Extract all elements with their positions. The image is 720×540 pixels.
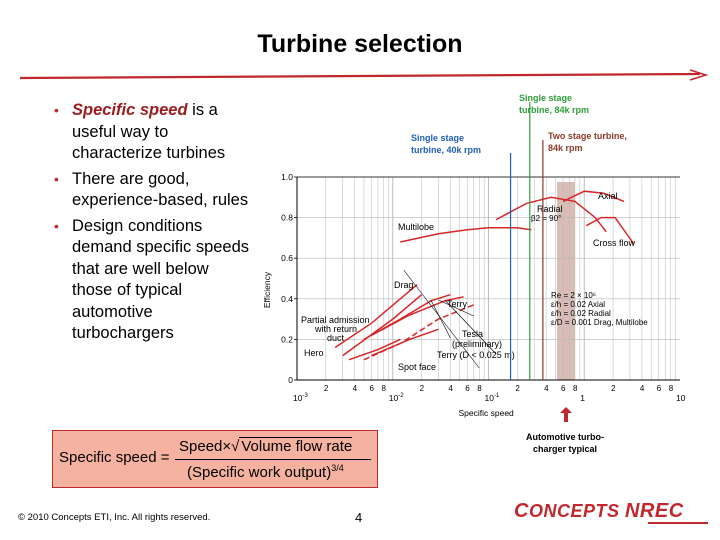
band-label: Automotive turbo- [526, 432, 604, 442]
series-line [371, 328, 439, 357]
x-minor-label: 4 [544, 384, 549, 393]
annotation-radial-beta: β2 = 90° [531, 214, 561, 223]
annotation-leader [403, 269, 480, 369]
x-decade-label: 10 [676, 393, 686, 403]
x-minor-label: 6 [657, 384, 662, 393]
turbocharger-arrow-icon [560, 407, 573, 422]
x-minor-label: 6 [465, 384, 470, 393]
annotation-leader [444, 299, 497, 355]
annotation-tesla: (preliminary) [452, 339, 502, 349]
series-line [585, 216, 635, 245]
bullet-icon: • [54, 102, 59, 118]
annotation-partial-admission: Partial admission [301, 315, 370, 325]
y-tick-label: 0.8 [281, 213, 293, 223]
y-tick-label: 0.2 [281, 334, 293, 344]
annotation-terry: Terry [447, 299, 467, 309]
bullet-item: • There are good, experience-based, rules [50, 169, 250, 212]
title-underline [19, 69, 709, 81]
x-minor-label: 4 [353, 384, 358, 393]
specific-speed-formula: Specific speed = Speed×√Volume flow rate… [52, 430, 378, 488]
annotation-axial: Axial [598, 191, 618, 201]
marker-label: Single stage [411, 133, 464, 143]
bullet-text: There are good, experience-based, rules [72, 169, 249, 210]
annotation-cross-flow: Cross flow [593, 238, 636, 248]
y-tick-label: 0.4 [281, 294, 293, 304]
x-minor-label: 8 [573, 384, 578, 393]
annotation-partial-admission: duct [327, 333, 345, 343]
x-minor-label: 8 [381, 384, 386, 393]
series-line [342, 294, 423, 357]
bullet-emphasis: Specific speed [72, 101, 188, 119]
x-minor-label: 8 [669, 384, 674, 393]
annotation-conditions: Re = 2 × 10⁶ [551, 291, 596, 300]
page-number: 4 [355, 510, 363, 525]
y-tick-label: 0.6 [281, 253, 293, 263]
band-label: charger typical [533, 444, 597, 454]
y-axis-label: Efficiency [262, 271, 272, 308]
marker-label: 84k rpm [548, 143, 583, 153]
series-line [562, 190, 625, 203]
bullet-item: • Design conditions demand specific speed… [50, 216, 250, 345]
slide-title: Turbine selection [257, 30, 463, 58]
x-minor-label: 2 [515, 384, 520, 393]
series-line [400, 227, 532, 243]
marker-label: Two stage turbine, [548, 131, 627, 141]
annotation-hero: Hero [304, 348, 324, 358]
x-minor-label: 2 [324, 384, 329, 393]
formula-numerator: Speed×√Volume flow rate [179, 437, 353, 455]
formula-lhs: Specific speed = [59, 449, 170, 466]
fraction-bar [175, 459, 371, 460]
concepts-nrec-logo: CONCEPTS NREC [514, 500, 710, 530]
x-decade-label: 1 [580, 393, 585, 403]
formula-denominator: (Specific work output)3/4 [187, 463, 344, 481]
marker-label: Single stage [519, 93, 572, 103]
annotation-conditions: ε/D = 0.001 Drag, Multilobe [551, 318, 648, 327]
x-decade-label: 10-3 [293, 393, 308, 403]
annotation-spot-face: Spot face [398, 362, 436, 372]
series-line [348, 338, 401, 361]
annotation-radial: Radial [537, 204, 563, 214]
bullet-text: Design conditions demand specific speeds… [72, 216, 250, 343]
annotation-tesla: Tesla [462, 329, 483, 339]
x-minor-label: 2 [420, 384, 425, 393]
annotation-leader [430, 299, 451, 339]
annotation-drag: Drag [394, 280, 414, 290]
annotation-multilobe: Multilobe [398, 222, 434, 232]
bullet-icon: • [54, 217, 59, 234]
bullet-icon: • [54, 170, 59, 187]
marker-label: turbine, 84k rpm [519, 105, 589, 115]
series-line [371, 296, 464, 336]
x-minor-label: 2 [611, 384, 616, 393]
x-minor-label: 4 [448, 384, 453, 393]
series-line [334, 284, 418, 349]
annotation-terry-d: Terry (D < 0.025 m) [437, 350, 515, 360]
annotation-partial-admission: with return [314, 324, 357, 334]
x-minor-label: 8 [477, 384, 482, 393]
y-tick-label: 0 [288, 375, 293, 385]
x-minor-label: 4 [640, 384, 645, 393]
turbocharger-band [557, 182, 575, 380]
marker-label: turbine, 40k rpm [411, 145, 481, 155]
x-decade-label: 10-1 [485, 393, 500, 403]
annotation-conditions: ε/h = 0.02 Radial [551, 309, 611, 318]
x-minor-label: 6 [561, 384, 566, 393]
bullet-item: • Specific speed is a useful way to chara… [50, 100, 250, 165]
x-decade-label: 10-2 [389, 393, 404, 403]
annotation-leader [438, 299, 474, 317]
x-axis-label: Specific speed [459, 408, 515, 418]
annotation-conditions: ε/h = 0.02 Axial [551, 300, 605, 309]
footer-copyright: © 2010 Concepts ETI, Inc. All rights res… [18, 512, 211, 523]
bullet-list: • Specific speed is a useful way to chara… [50, 100, 250, 349]
y-tick-label: 1.0 [281, 172, 293, 182]
x-minor-label: 6 [370, 384, 375, 393]
bullet-text: is a useful way to characterize turbines [72, 101, 226, 162]
